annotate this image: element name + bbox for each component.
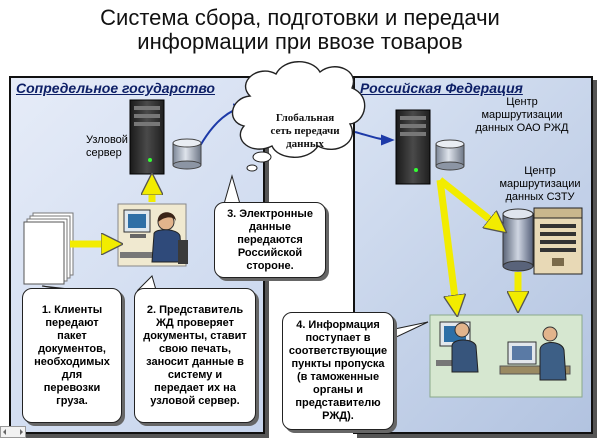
left-panel-heading: Сопредельное государство	[16, 80, 215, 96]
documents-stack-icon	[23, 212, 74, 285]
callout-1-line: документов,	[38, 342, 106, 355]
node-server-icon	[129, 99, 165, 175]
rzd-center-label: Центр маршрутизации данных ОАО РЖД	[458, 96, 586, 135]
callout-3-pointer	[223, 174, 241, 205]
arrow-rzd-to-sztu	[437, 177, 498, 226]
callout-4-line: поступает в	[305, 332, 371, 344]
callout-4-line: представителю	[295, 397, 381, 409]
callout-1-line: 1. Клиенты	[41, 303, 103, 316]
rzd-server-icon	[395, 109, 431, 185]
sztu-center-label-line-2: маршрутизации	[499, 178, 581, 190]
global-network-cloud	[232, 61, 366, 172]
callout-1-clients: 1. Клиенты передают пакет документов, не…	[22, 288, 122, 423]
callout-4-line: пункты пропуска	[291, 358, 385, 370]
sztu-center-label-line-1: Центр	[524, 165, 556, 177]
callout-2-line: ЖД проверяет	[155, 316, 234, 329]
destination-office-scene	[429, 314, 583, 398]
node-server-label: Узловой сервер	[86, 134, 128, 160]
rzd-center-label-line-3: данных ОАО РЖД	[475, 122, 569, 134]
callout-3-line: данные	[249, 220, 291, 233]
rzd-center-label-line-1: Центр	[506, 96, 538, 108]
node-storage-icon	[172, 138, 202, 170]
cloud-line-1: Глобальная	[275, 112, 335, 124]
rzd-center-label-line-2: маршрутизации	[481, 109, 563, 121]
callout-2-line: узловой сервер.	[150, 394, 240, 407]
rzd-representative-desk-icon	[499, 326, 571, 381]
diagram-title: Система сбора, подготовки и передачи инф…	[0, 6, 600, 54]
callout-2-line: систему и	[167, 368, 223, 381]
callout-3-electronic-data: 3. Электронные данные передаются Российс…	[214, 202, 326, 278]
callout-4-line: (в таможенные	[296, 371, 380, 383]
callout-4-pointer	[389, 321, 429, 341]
callout-4-line: 4. Информация	[296, 319, 380, 331]
cloud-line-2: сеть передачи	[270, 125, 340, 137]
callout-2-line: заносит данные в	[146, 355, 244, 368]
callout-1-line: для	[61, 368, 83, 381]
callout-2-line: передает их на	[154, 381, 236, 394]
arrow-cloud-to-rzd	[354, 131, 395, 146]
slide-nav-icon[interactable]	[0, 426, 26, 438]
sztu-storage-icon	[502, 208, 534, 272]
title-line-2: информации при ввозе товаров	[137, 29, 463, 54]
arrow-rzd-to-office	[436, 179, 456, 306]
callout-3-line: 3. Электронные	[227, 207, 313, 220]
railway-operator-workstation-icon	[117, 203, 188, 267]
callout-2-line: 2. Представитель	[146, 303, 244, 316]
callout-3-line: Российской	[237, 246, 303, 259]
callout-1-line: необходимых	[34, 355, 110, 368]
callout-4-line: соответствующие	[288, 345, 388, 357]
cloud-line-3: данных	[286, 138, 324, 150]
callout-1-line: груза.	[56, 394, 88, 407]
callout-3-line: стороне.	[246, 259, 294, 272]
rzd-storage-icon	[435, 139, 465, 171]
cloud-label: Глобальная сеть передачи данных	[248, 112, 362, 151]
title-line-1: Система сбора, подготовки и передачи	[100, 5, 500, 30]
callout-3-line: передаются	[237, 233, 303, 246]
callout-4-line: органы и	[313, 384, 363, 396]
callout-2-line: свою печать,	[158, 342, 232, 355]
sztu-server-rack-icon	[533, 207, 583, 275]
callout-4-information-arrives: 4. Информация поступает в соответствующи…	[282, 312, 394, 430]
callout-2-line: документы, ставит	[143, 329, 247, 342]
node-server-label-line-1: Узловой	[86, 134, 128, 146]
callout-2-railway-representative: 2. Представитель ЖД проверяет документы,…	[134, 288, 256, 423]
callout-1-line: пакет	[57, 329, 87, 342]
sztu-center-label-line-3: данных СЗТУ	[505, 191, 575, 203]
sztu-center-label: Центр маршрутизации данных СЗТУ	[494, 165, 586, 204]
right-panel-heading: Российская Федерация	[360, 80, 523, 96]
callout-4-line: РЖД).	[322, 410, 354, 422]
node-server-label-line-2: сервер	[86, 147, 122, 159]
callout-1-line: перевозки	[43, 381, 101, 394]
customs-workstation-icon	[436, 321, 479, 373]
callout-1-line: передают	[45, 316, 99, 329]
